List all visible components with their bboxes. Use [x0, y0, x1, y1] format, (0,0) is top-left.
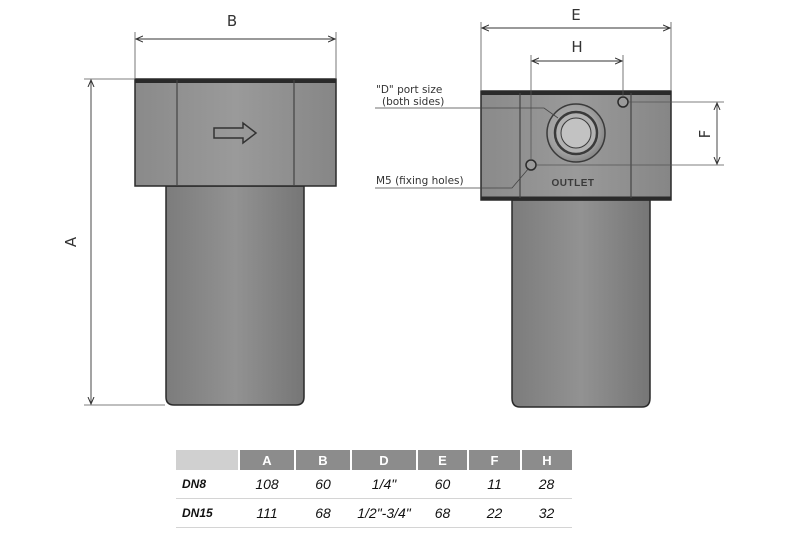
table-header-cell: A [238, 450, 295, 470]
table-cell: 68 [417, 498, 468, 528]
dimension-label-h: H [571, 38, 582, 56]
dimensions-table: A B D E F H DN8 108 60 1/4" 60 11 28 DN1… [176, 450, 572, 528]
table-row: DN8 108 60 1/4" 60 11 28 [176, 470, 572, 499]
fixing-holes-note: M5 (fixing holes) [376, 175, 464, 187]
right-view: OUTLET E H F "D" port size (both sides) … [375, 6, 724, 408]
table-header-cell: F [467, 450, 521, 470]
fixing-hole-bottom [525, 159, 537, 171]
dimension-label-a: A [62, 236, 80, 247]
table-cell: 1/4" [351, 470, 417, 499]
model-name-cell: DN8 [176, 470, 239, 499]
table-header-cell: D [350, 450, 417, 470]
left-bowl [165, 185, 305, 406]
table-header-cell: B [294, 450, 351, 470]
fixing-leader-line [375, 167, 530, 189]
table-cell: 22 [468, 498, 521, 528]
right-bowl [511, 199, 651, 408]
table-header-cell: E [416, 450, 468, 470]
port-inner [560, 117, 592, 149]
fixing-hole-top [617, 96, 629, 108]
dimension-label-f: F [696, 130, 714, 139]
table-row: DN15 111 68 1/2"-3/4" 68 22 32 [176, 498, 572, 528]
table-header-row: A B D E F H [176, 450, 572, 470]
table-cell: 11 [468, 470, 521, 499]
table-cell: 1/2"-3/4" [351, 498, 417, 528]
table-cell: 111 [239, 498, 295, 528]
model-name-cell: DN15 [176, 498, 239, 528]
dimension-label-e: E [571, 6, 580, 24]
right-arrow-icon [213, 121, 258, 145]
outlet-label: OUTLET [552, 178, 595, 189]
table-cell: 68 [295, 498, 351, 528]
left-head [134, 78, 337, 187]
table-header-corner [176, 450, 239, 470]
port-leader-line [375, 107, 559, 119]
port-size-note: "D" port size [376, 84, 442, 96]
table-header-cell: H [520, 450, 572, 470]
table-cell: 60 [295, 470, 351, 499]
port-sides-note: (both sides) [382, 96, 444, 108]
left-view: B A [62, 12, 337, 406]
table-cell: 60 [417, 470, 468, 499]
dimension-label-b: B [227, 12, 237, 30]
table-cell: 28 [521, 470, 572, 499]
table-cell: 108 [239, 470, 295, 499]
table-cell: 32 [521, 498, 572, 528]
